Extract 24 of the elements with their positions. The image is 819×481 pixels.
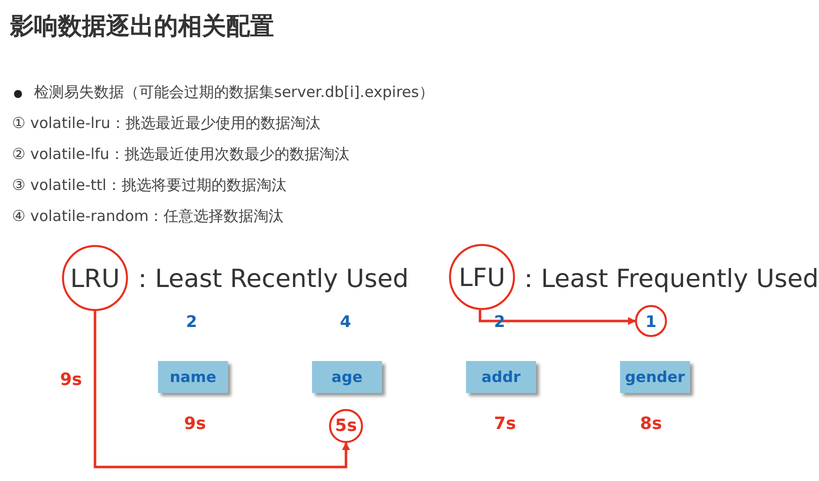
heading-text: ：Least Frequently Used [516, 263, 819, 295]
count-value: 2 [186, 312, 198, 331]
circled-value: 5s [329, 409, 363, 443]
circled-heading: LRU [62, 245, 128, 311]
field-box: addr [466, 361, 536, 393]
time-value: 7s [494, 414, 516, 434]
time-value: 9s [60, 370, 82, 390]
arrow [478, 310, 636, 325]
circled-heading: LFU [449, 244, 515, 310]
bullet-text: 检测易失数据（可能会过期的数据集server.db[i].expires） [34, 83, 434, 102]
circled-value: 1 [635, 305, 667, 337]
field-box: name [158, 361, 228, 393]
field-box: age [312, 361, 382, 393]
count-value: 4 [340, 312, 352, 331]
list-item: ④ volatile-random：任意选择数据淘汰 [12, 207, 284, 226]
field-box: gender [620, 361, 690, 393]
list-item: ② volatile-lfu：挑选最近使用次数最少的数据淘汰 [12, 145, 350, 164]
slide-title: 影响数据逐出的相关配置 [10, 11, 274, 42]
list-item: ① volatile-lru：挑选最近最少使用的数据淘汰 [12, 114, 320, 133]
time-value: 9s [184, 414, 206, 434]
arrow [94, 311, 350, 468]
heading-text: ：Least Recently Used [130, 263, 409, 295]
time-value: 8s [640, 414, 662, 434]
list-item: ③ volatile-ttl：挑选将要过期的数据淘汰 [12, 176, 286, 195]
